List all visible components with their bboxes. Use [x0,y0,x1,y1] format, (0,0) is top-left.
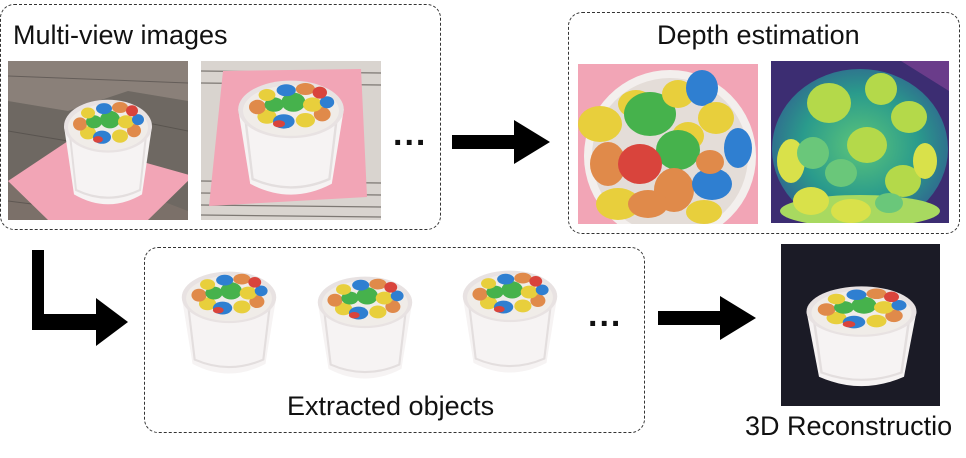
extracted-ellipsis: ... [588,296,623,334]
extracted-object-2 [302,268,428,386]
multiview-image-2 [201,61,381,220]
extracted-object-3 [447,262,573,380]
multiview-label: Multi-view images [13,20,228,50]
multiview-panel [0,4,441,230]
arrow-to-extracted [32,250,128,346]
reconstruction-label: 3D Reconstructio [745,411,953,441]
multiview-ellipsis: ... [393,115,428,153]
arrow-to-depth [452,120,550,164]
reconstruction-image [781,244,940,406]
depth-input-image [578,64,758,224]
depth-map-image [771,61,949,223]
depth-panel [568,12,960,234]
arrow-to-reconstruction [658,296,756,340]
depth-label: Depth estimation [657,20,860,50]
extracted-object-1 [166,263,292,381]
extracted-panel [144,247,645,433]
multiview-image-1 [8,61,188,220]
extracted-label: Extracted objects [287,391,495,421]
